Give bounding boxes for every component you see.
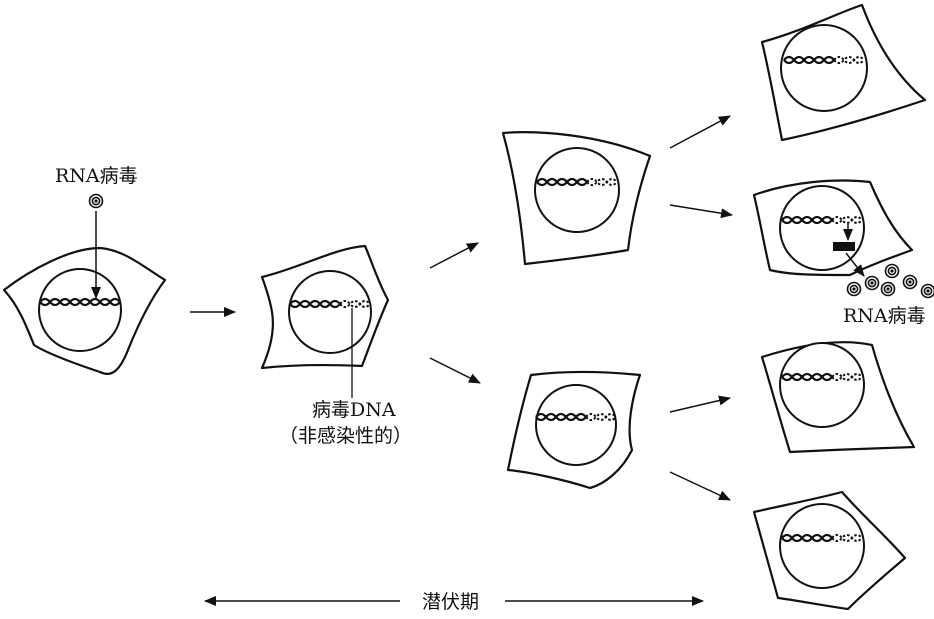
rna-virus-particle-icon: [920, 283, 934, 299]
rna-virus-particle-icon: [88, 193, 104, 209]
rna-virus-particle-icon: [864, 275, 880, 291]
viral-dna-label: 病毒DNA: [312, 399, 396, 421]
rna-virus-particle-icon: [884, 263, 900, 279]
progeny-cell-activated: [752, 179, 914, 277]
rna-virus-label: RNA病毒: [55, 165, 138, 187]
nucleus: [779, 503, 865, 589]
rna-virus-particle-icon: [880, 281, 896, 297]
latency-period-label: 潜伏期: [422, 591, 479, 613]
rna-virus-output-label: RNA病毒: [843, 305, 926, 327]
rna-virus-particle-icon: [902, 274, 918, 290]
arrow-icon: [669, 471, 731, 501]
rna-virus-particle-icon: [846, 281, 862, 297]
daughter-cell-lower: [506, 370, 642, 490]
nucleus: [288, 270, 372, 354]
nucleus: [780, 24, 868, 112]
arrow-icon: [669, 204, 733, 219]
non-infectious-label: （非感染性的）: [279, 425, 412, 447]
nucleus: [779, 185, 865, 271]
progeny-cell-1: [760, 3, 927, 142]
host-cell-provirus: [260, 244, 390, 370]
arrow-icon: [845, 252, 865, 277]
nucleus: [38, 268, 122, 352]
arrow-icon: [669, 115, 731, 149]
rna-transcript-block: [833, 242, 855, 251]
arrow-icon: [429, 357, 481, 384]
progeny-cell-3: [760, 341, 916, 454]
host-cell-initial: [2, 246, 167, 376]
nucleus: [779, 342, 865, 428]
arrow-icon: [429, 242, 479, 269]
nucleus: [535, 384, 617, 466]
progeny-cell-4: [752, 490, 907, 611]
arrow-icon: [669, 395, 731, 413]
daughter-cell-upper: [501, 131, 652, 266]
nucleus: [534, 147, 620, 233]
